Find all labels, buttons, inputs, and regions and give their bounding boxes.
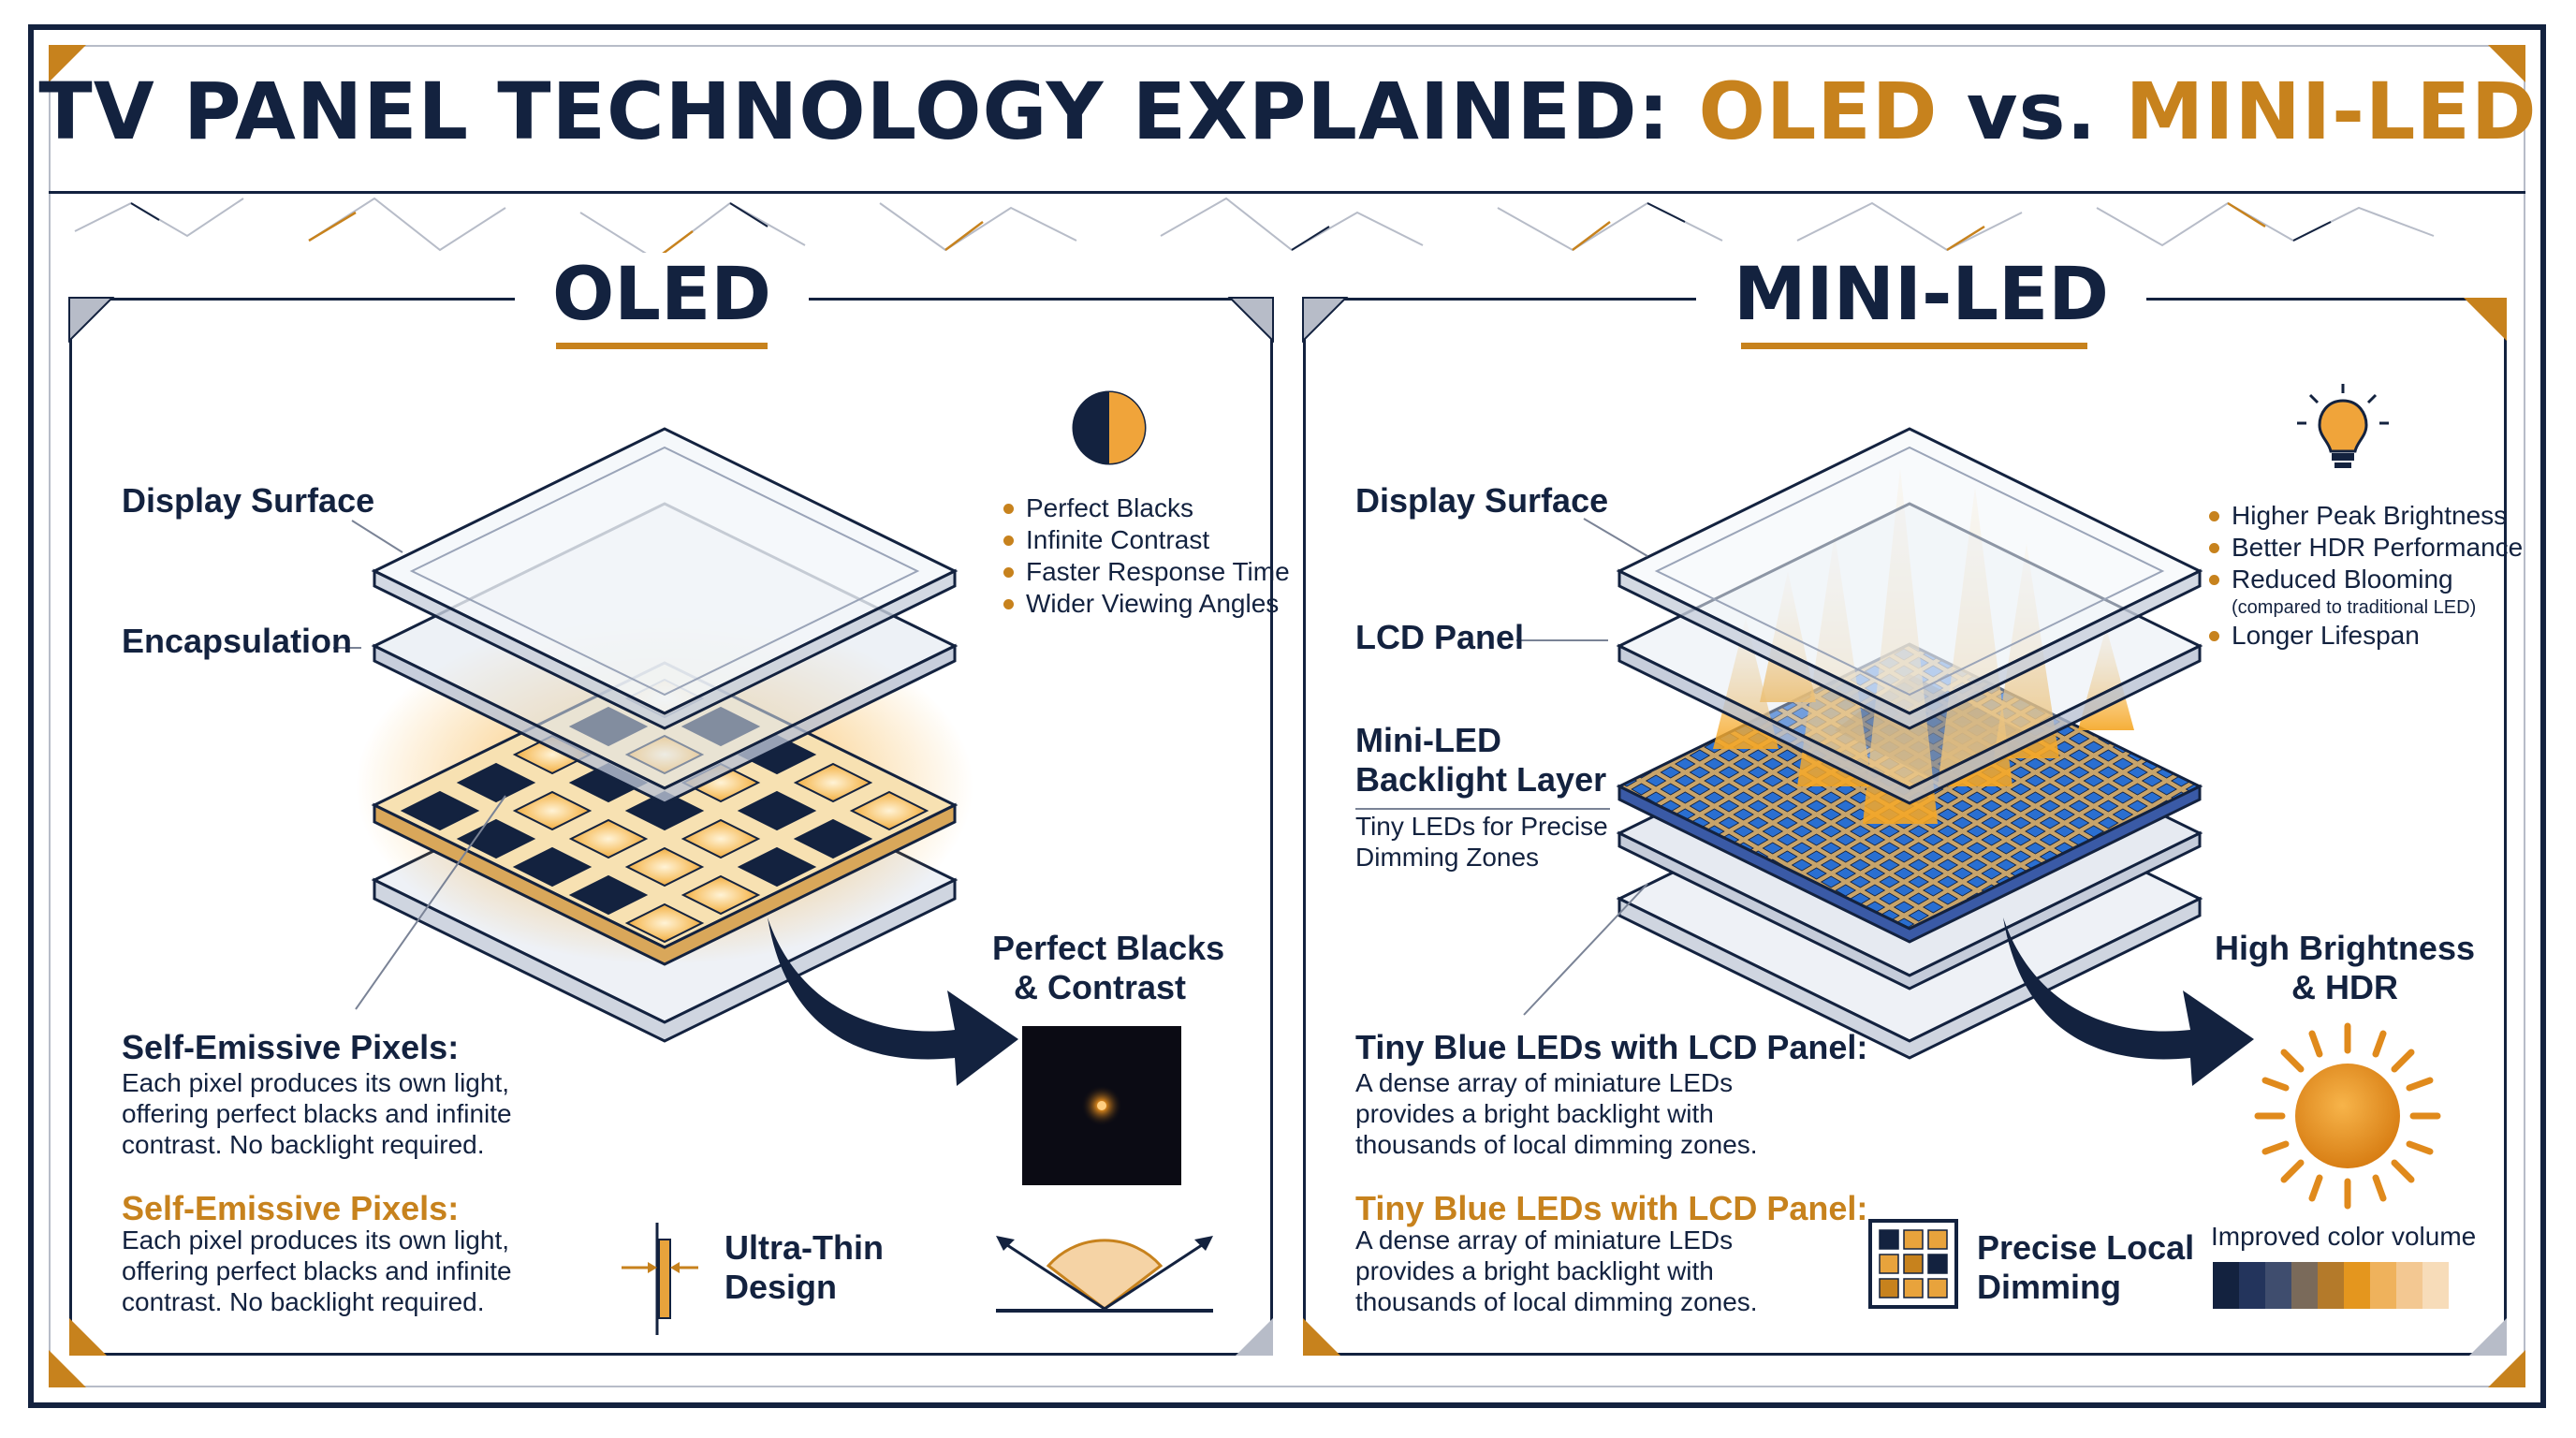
backlight-desc-line: Dimming Zones bbox=[1355, 843, 1540, 872]
oled-panel-corners bbox=[68, 297, 1274, 1356]
precise-dimming-line2: Dimming bbox=[1977, 1268, 2122, 1306]
oled-benefits-list: Perfect Blacks Infinite Contrast Faster … bbox=[1002, 492, 1290, 620]
color-swatch bbox=[2239, 1262, 2265, 1309]
benefit-item: Reduced Blooming bbox=[2207, 564, 2523, 595]
ultra-thin-icon bbox=[622, 1223, 698, 1335]
perfect-blacks-callout-line2: & Contrast bbox=[1013, 968, 1186, 1006]
backlight-desc-line: Tiny LEDs for Precise bbox=[1355, 812, 1608, 841]
black-screen-sample bbox=[1022, 1026, 1181, 1185]
sun-icon bbox=[2254, 1022, 2441, 1210]
color-swatch bbox=[2344, 1262, 2370, 1309]
miniled-desc2-line: thousands of local dimming zones. bbox=[1355, 1287, 1758, 1316]
miniled-heading: MINI-LED bbox=[1696, 253, 2147, 337]
oled-layer-stack bbox=[356, 427, 973, 1043]
miniled-panel-corners bbox=[1302, 297, 2507, 1356]
ultra-thin-line2: Design bbox=[724, 1268, 838, 1306]
miniled-heading-underline bbox=[1741, 343, 2087, 349]
lcd-panel-label: LCD Panel bbox=[1355, 618, 1525, 656]
color-swatch bbox=[2396, 1262, 2422, 1309]
backlight-label-line1: Mini-LED bbox=[1355, 721, 1501, 759]
benefit-item: Infinite Contrast bbox=[1002, 524, 1290, 556]
oled-desc2-line: Each pixel produces its own light, bbox=[122, 1225, 509, 1255]
oled-heading: OLED bbox=[515, 253, 810, 337]
backlight-label-line2: Backlight Layer bbox=[1355, 760, 1607, 799]
oled-heading-underline bbox=[556, 343, 768, 349]
oled-desc-line: offering perfect blacks and infinite bbox=[122, 1099, 512, 1128]
title-divider bbox=[49, 191, 2525, 194]
color-swatch bbox=[2291, 1262, 2318, 1309]
oled-desc2-line: offering perfect blacks and infinite bbox=[122, 1256, 512, 1285]
benefit-item: Perfect Blacks bbox=[1002, 492, 1290, 524]
miniled-desc-heading: Tiny Blue LEDs with LCD Panel: bbox=[1355, 1028, 1868, 1066]
color-swatch bbox=[2213, 1262, 2239, 1309]
oled-desc2-line: contrast. No backlight required. bbox=[122, 1287, 485, 1316]
color-volume-swatches bbox=[2213, 1262, 2449, 1309]
benefit-item: Wider Viewing Angles bbox=[1002, 588, 1290, 620]
miniled-desc2-heading: Tiny Blue LEDs with LCD Panel: bbox=[1355, 1189, 1868, 1227]
color-swatch bbox=[2318, 1262, 2344, 1309]
benefit-item: Better HDR Performance bbox=[2207, 532, 2523, 564]
page-title: TV PANEL TECHNOLOGY EXPLAINED: OLED vs. … bbox=[38, 66, 2538, 157]
miniled-layer-stack bbox=[1616, 427, 2203, 1060]
color-swatch bbox=[2370, 1262, 2396, 1309]
viewing-angle-icon bbox=[996, 1236, 1213, 1313]
benefit-note: (compared to traditional LED) bbox=[2232, 597, 2477, 618]
oled-desc-heading: Self-Emissive Pixels: bbox=[122, 1028, 460, 1066]
contrast-icon bbox=[1072, 390, 1147, 465]
benefit-item: Faster Response Time bbox=[1002, 556, 1290, 588]
ultra-thin-line1: Ultra-Thin bbox=[724, 1228, 884, 1267]
local-dimming-grid-icon bbox=[1868, 1219, 1958, 1309]
oled-desc-line: contrast. No backlight required. bbox=[122, 1130, 485, 1159]
miniled-desc-line: thousands of local dimming zones. bbox=[1355, 1130, 1758, 1159]
color-swatch bbox=[2422, 1262, 2449, 1309]
oled-encapsulation-label: Encapsulation bbox=[122, 622, 353, 660]
oled-desc2-heading: Self-Emissive Pixels: bbox=[122, 1189, 460, 1227]
benefit-item: Longer Lifespan bbox=[2207, 620, 2523, 652]
brightness-callout-line2: & HDR bbox=[2291, 968, 2398, 1006]
miniled-desc-line: A dense array of miniature LEDs bbox=[1355, 1068, 1734, 1097]
oled-desc-line: Each pixel produces its own light, bbox=[122, 1068, 509, 1097]
miniled-curved-arrow bbox=[2003, 917, 2254, 1086]
outer-frame bbox=[28, 24, 2546, 1408]
miniled-display-surface-label: Display Surface bbox=[1355, 481, 1609, 520]
oled-display-surface-label: Display Surface bbox=[122, 481, 375, 520]
decorative-lines bbox=[74, 197, 2435, 261]
miniled-desc-line: provides a bright backlight with bbox=[1355, 1099, 1714, 1128]
color-volume-label: Improved color volume bbox=[2211, 1222, 2477, 1251]
precise-dimming-line1: Precise Local bbox=[1977, 1228, 2195, 1267]
miniled-desc2-line: A dense array of miniature LEDs bbox=[1355, 1225, 1734, 1255]
inner-frame bbox=[49, 45, 2525, 1387]
oled-curved-arrow bbox=[768, 917, 1018, 1086]
perfect-blacks-callout-line1: Perfect Blacks bbox=[992, 929, 1225, 967]
color-swatch bbox=[2265, 1262, 2291, 1309]
brightness-callout-line1: High Brightness bbox=[2214, 929, 2475, 967]
miniled-desc2-line: provides a bright backlight with bbox=[1355, 1256, 1714, 1285]
lightbulb-icon bbox=[2297, 384, 2389, 468]
miniled-benefits-list: Higher Peak Brightness Better HDR Perfor… bbox=[2207, 500, 2523, 652]
benefit-item: Higher Peak Brightness bbox=[2207, 500, 2523, 532]
